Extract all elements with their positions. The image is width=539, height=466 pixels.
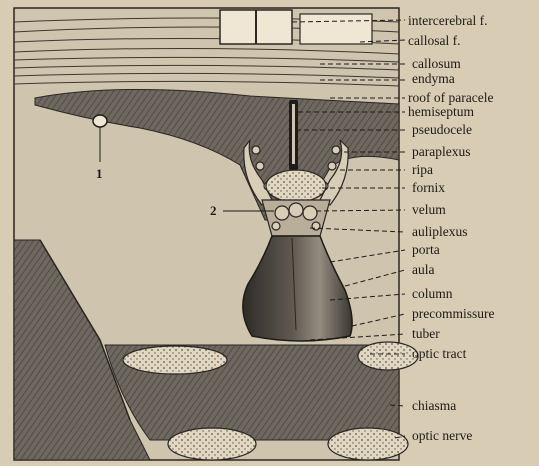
labels: intercerebral f. callosal f. callosum en… — [408, 13, 494, 443]
fornix — [266, 170, 326, 202]
label-optic-nerve: optic nerve — [412, 428, 472, 443]
label-optic-tract: optic tract — [412, 346, 467, 361]
optic-tract-left — [123, 346, 227, 374]
number-1: 1 — [96, 166, 103, 181]
structure-1 — [93, 115, 107, 127]
label-callosum: callosum — [412, 56, 461, 71]
number-2: 2 — [210, 203, 217, 218]
label-porta: porta — [412, 242, 440, 257]
label-roof-of-paracele: roof of paracele — [408, 90, 493, 105]
label-velum: velum — [412, 202, 446, 217]
pseudocele — [292, 104, 295, 164]
label-pseudocele: pseudocele — [412, 122, 472, 137]
label-ripa: ripa — [412, 162, 433, 177]
label-hemiseptum: hemiseptum — [408, 104, 474, 119]
optic-nerve-right — [328, 428, 408, 460]
label-chiasma: chiasma — [412, 398, 456, 413]
velum-auliplexus — [262, 200, 330, 236]
label-fornix: fornix — [412, 180, 445, 195]
section-outline — [14, 8, 399, 460]
label-intercerebral-f: intercerebral f. — [408, 13, 487, 28]
label-aula: aula — [412, 262, 435, 277]
optic-nerve-left — [168, 428, 256, 460]
optic-tract-right — [358, 342, 418, 370]
label-callosal-f: callosal f. — [408, 33, 460, 48]
label-endyma: endyma — [412, 71, 455, 86]
label-paraplexus: paraplexus — [412, 144, 470, 159]
label-precommissure: precommissure — [412, 306, 494, 321]
label-column: column — [412, 286, 453, 301]
label-tuber: tuber — [412, 326, 440, 341]
label-auliplexus: auliplexus — [412, 224, 468, 239]
